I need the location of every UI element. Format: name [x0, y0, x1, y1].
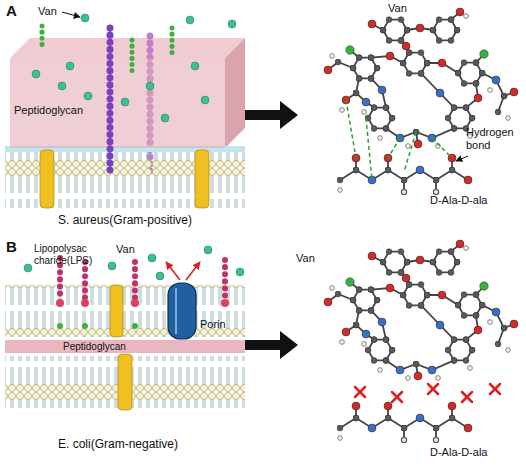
exclusion-arrow: [166, 262, 180, 280]
membrane-protein: [110, 285, 123, 337]
inner-leaflet-marks: [57, 323, 138, 329]
box-top-face: [10, 38, 245, 58]
molecule-label: Van: [38, 5, 57, 18]
molecule-label: Van: [296, 252, 315, 265]
no-binding-crosses: [355, 384, 500, 402]
leader-line: [62, 12, 80, 17]
fragment-label: D-Ala-D-ala: [430, 446, 487, 459]
organism-label: E. coli(Gram-negative): [58, 438, 178, 452]
vancomycin-molecule: [324, 240, 518, 380]
callout-label: Porin: [200, 318, 226, 331]
porin-channel: [168, 283, 196, 339]
fragment-label: D-Ala-D-ala: [430, 194, 487, 207]
molecule-label: Van: [388, 2, 407, 15]
callout-label: Lipopolysac charide(LPS): [34, 243, 100, 266]
leader-line: [456, 156, 468, 161]
peptidoglycan-layer: Peptidoglycan: [10, 58, 225, 148]
membrane-protein: [40, 150, 54, 208]
organism-label: S. aureus(Gram-positive): [58, 214, 192, 228]
molecule-label: Van: [116, 243, 135, 256]
membrane-protein: [195, 150, 209, 208]
layer-label: Peptidoglycan: [14, 104, 83, 116]
exclusion-arrow: [186, 262, 200, 280]
callout-label: Hydrogen bond: [466, 126, 518, 151]
hydrogen-bond-lines: [346, 100, 452, 180]
peptidoglycan-band: Peptidoglycan: [5, 340, 245, 353]
panel-arrow: [245, 331, 298, 359]
gram-positive-envelope: [5, 36, 245, 208]
panel-letter: A: [6, 2, 17, 19]
box-side-face: [225, 38, 245, 148]
porin-highlight: [175, 288, 177, 334]
teichoic-acid-chain: [107, 28, 114, 176]
lipid-a: [56, 299, 229, 307]
membrane-protein: [118, 354, 132, 410]
panel-letter: B: [6, 238, 17, 255]
d-ala-d-ala-fragment: [338, 154, 472, 194]
vancomycin-dots: [24, 14, 244, 280]
panel-arrow: [245, 101, 298, 129]
gram-negative-envelope: [5, 258, 245, 410]
d-ala-d-ala-fragment: [338, 402, 472, 442]
layer-label: Peptidoglycan: [63, 341, 126, 352]
outer-membrane: [5, 285, 245, 337]
lipoteichoic-chains: [42, 26, 172, 72]
